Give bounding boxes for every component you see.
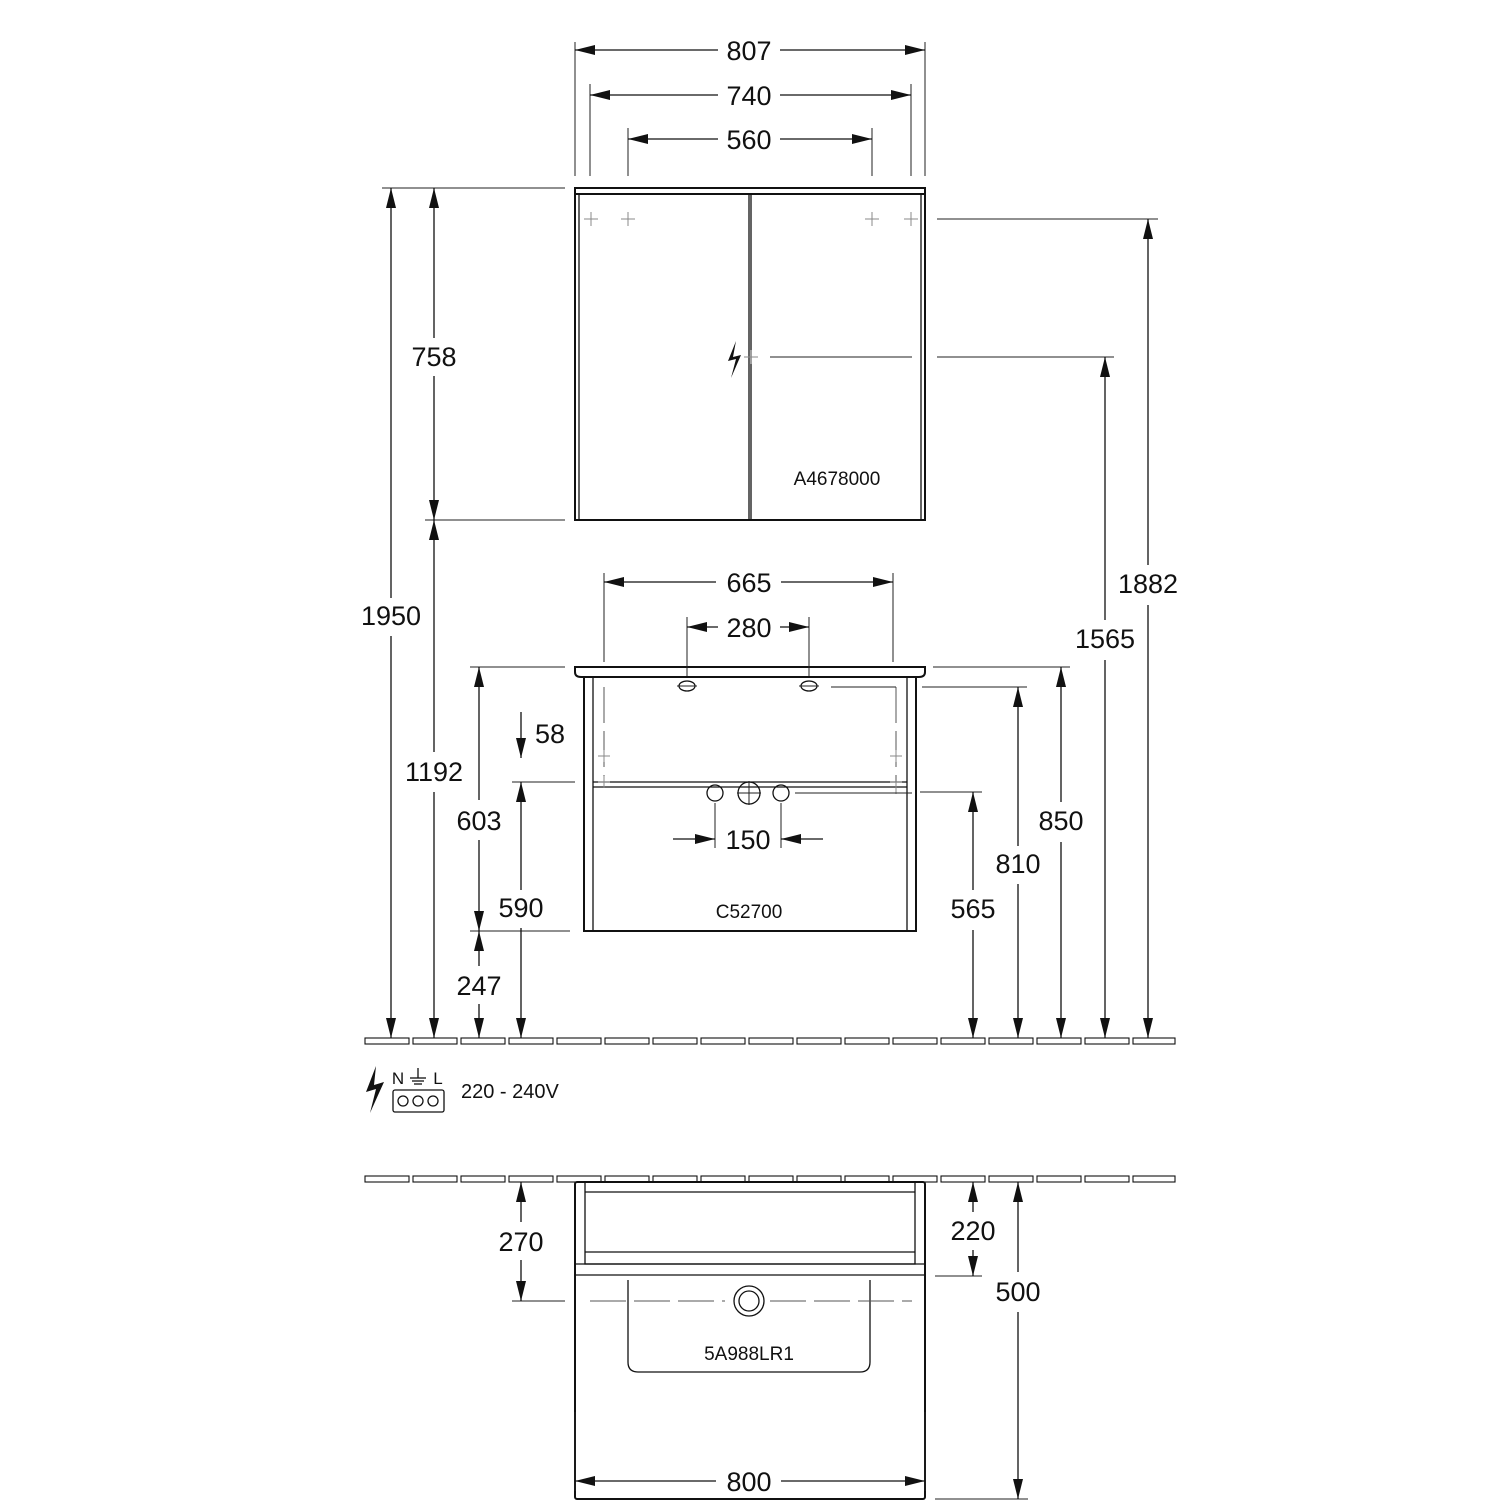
floor-line-elevation (364, 1037, 1176, 1045)
lightning-bolt-icon (366, 1066, 384, 1113)
fixing-points (677, 680, 819, 692)
dim-unit-depth: 220 (950, 1216, 995, 1246)
electrical-legend: N L 220 - 240V (366, 1066, 560, 1113)
dim-mirror-fixing-height: 1882 (1118, 569, 1178, 599)
dim-height-to-cabinet: 1192 (405, 757, 463, 787)
dim-washbasin-width: 665 (726, 568, 771, 598)
floor-line-plan (364, 1175, 1176, 1183)
mirror-cabinet-code: A4678000 (794, 469, 881, 490)
dim-fixing-width: 280 (726, 613, 771, 643)
mounting-point-marks (584, 212, 918, 364)
dim-bottom-top-height: 810 (995, 849, 1040, 879)
vanity-width-dimensions: 665 280 150 (603, 568, 894, 855)
washbasin-depth-dimensions: 270 220 500 (498, 1182, 1041, 1500)
ground-icon (410, 1068, 426, 1085)
label-live: L (433, 1069, 442, 1088)
dim-unit-height: 603 (456, 806, 501, 836)
dim-socket-height: 1565 (1075, 624, 1135, 654)
mirror-width-dimensions: 807 740 560 (574, 36, 926, 176)
dim-mirror-fixing-width: 560 (726, 125, 771, 155)
vanity-unit: C52700 (574, 666, 926, 932)
washbasin-code: 5A988LR1 (704, 1344, 794, 1365)
dim-pipe-spacing: 150 (725, 825, 770, 855)
dim-washbasin-plan-width: 800 (726, 1467, 771, 1497)
label-neutral: N (392, 1069, 404, 1088)
dim-top-depth: 58 (535, 719, 565, 749)
dim-water-outlet-height: 590 (498, 893, 543, 923)
dim-drain-depth: 270 (498, 1227, 543, 1257)
washbasin-width-dimension: 800 (574, 1412, 926, 1497)
dim-mirror-width-total: 807 (726, 36, 771, 66)
dim-top-height: 850 (1038, 806, 1083, 836)
washbasin-plan: 5A988LR1 (574, 1181, 926, 1500)
right-height-dimensions: 1882 1565 850 810 565 (920, 218, 1178, 1038)
mirror-cabinet: A4678000 (574, 187, 926, 521)
dim-drain-height: 565 (950, 894, 995, 924)
left-height-dimensions: 1950 758 1192 603 247 58 590 (361, 187, 575, 1038)
lightning-bolt-icon (728, 341, 741, 378)
vanity-unit-code: C52700 (716, 902, 783, 923)
dim-total-depth: 500 (995, 1277, 1040, 1307)
voltage-label: 220 - 240V (461, 1081, 560, 1103)
dim-mirror-height: 758 (411, 342, 456, 372)
dim-floor-gap: 247 (456, 971, 501, 1001)
dim-overall-height: 1950 (361, 601, 421, 631)
water-pipe-connections (706, 781, 912, 805)
dim-mirror-width-inner: 740 (726, 81, 771, 111)
